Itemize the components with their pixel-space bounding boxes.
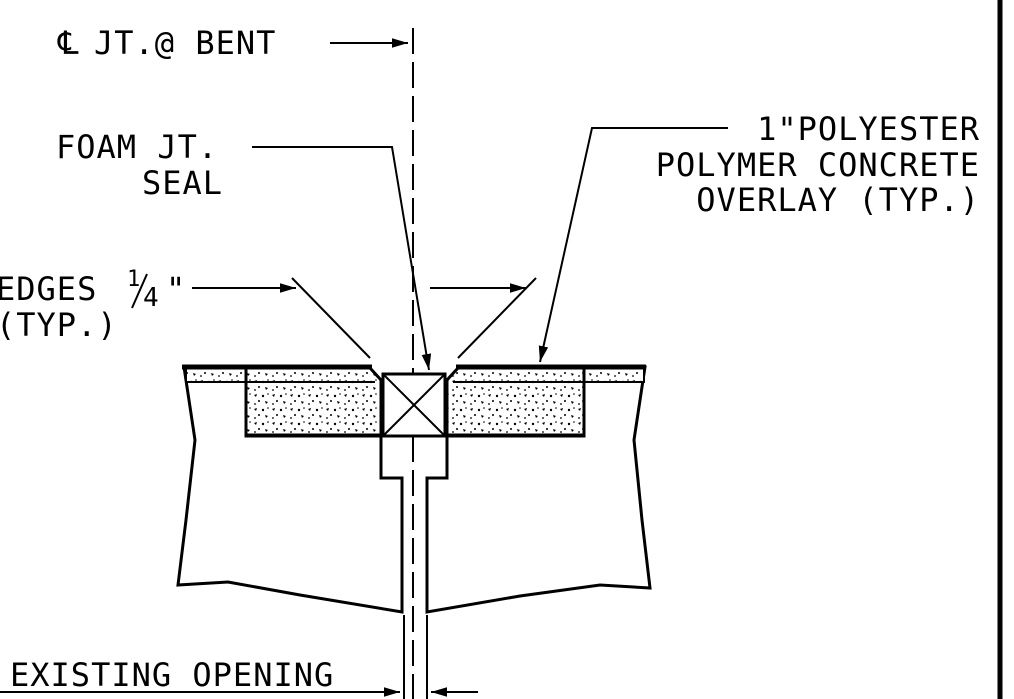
edges-label-line1: EDGES: [0, 270, 97, 308]
centerline-symbol: ℄: [57, 24, 80, 62]
centerline-label: JT.@ BENT: [94, 24, 276, 62]
chamfer-line-right: [457, 277, 537, 359]
header-left: [244, 366, 383, 437]
overlay-label-line2: POLYMER CONCRETE: [656, 146, 980, 184]
foam-leader: [252, 146, 432, 371]
seal-cross-b: [382, 373, 446, 437]
edges-fraction-num: 1: [127, 267, 141, 292]
overlay-label-line3: OVERLAY (TYP.): [696, 181, 980, 219]
edges-fraction-den: 4: [143, 283, 160, 313]
overlay-label-line1: 1"POLYESTER: [757, 110, 980, 148]
header-right: [445, 366, 586, 437]
chamfer-line-left: [291, 277, 371, 359]
foam-label-line1: FOAM JT.: [56, 128, 218, 166]
overlay-left-outer: [185, 367, 248, 383]
overlay-right-outer: [583, 367, 645, 383]
edges-label-line2: (TYP.): [0, 306, 118, 344]
foam-label-line2: SEAL: [142, 164, 223, 202]
existing-opening-label: EXISTING OPENING: [10, 656, 334, 694]
fraction-bar: [131, 273, 148, 309]
edges-inch-mark: ": [166, 270, 186, 308]
overlay-leader: [538, 127, 728, 363]
